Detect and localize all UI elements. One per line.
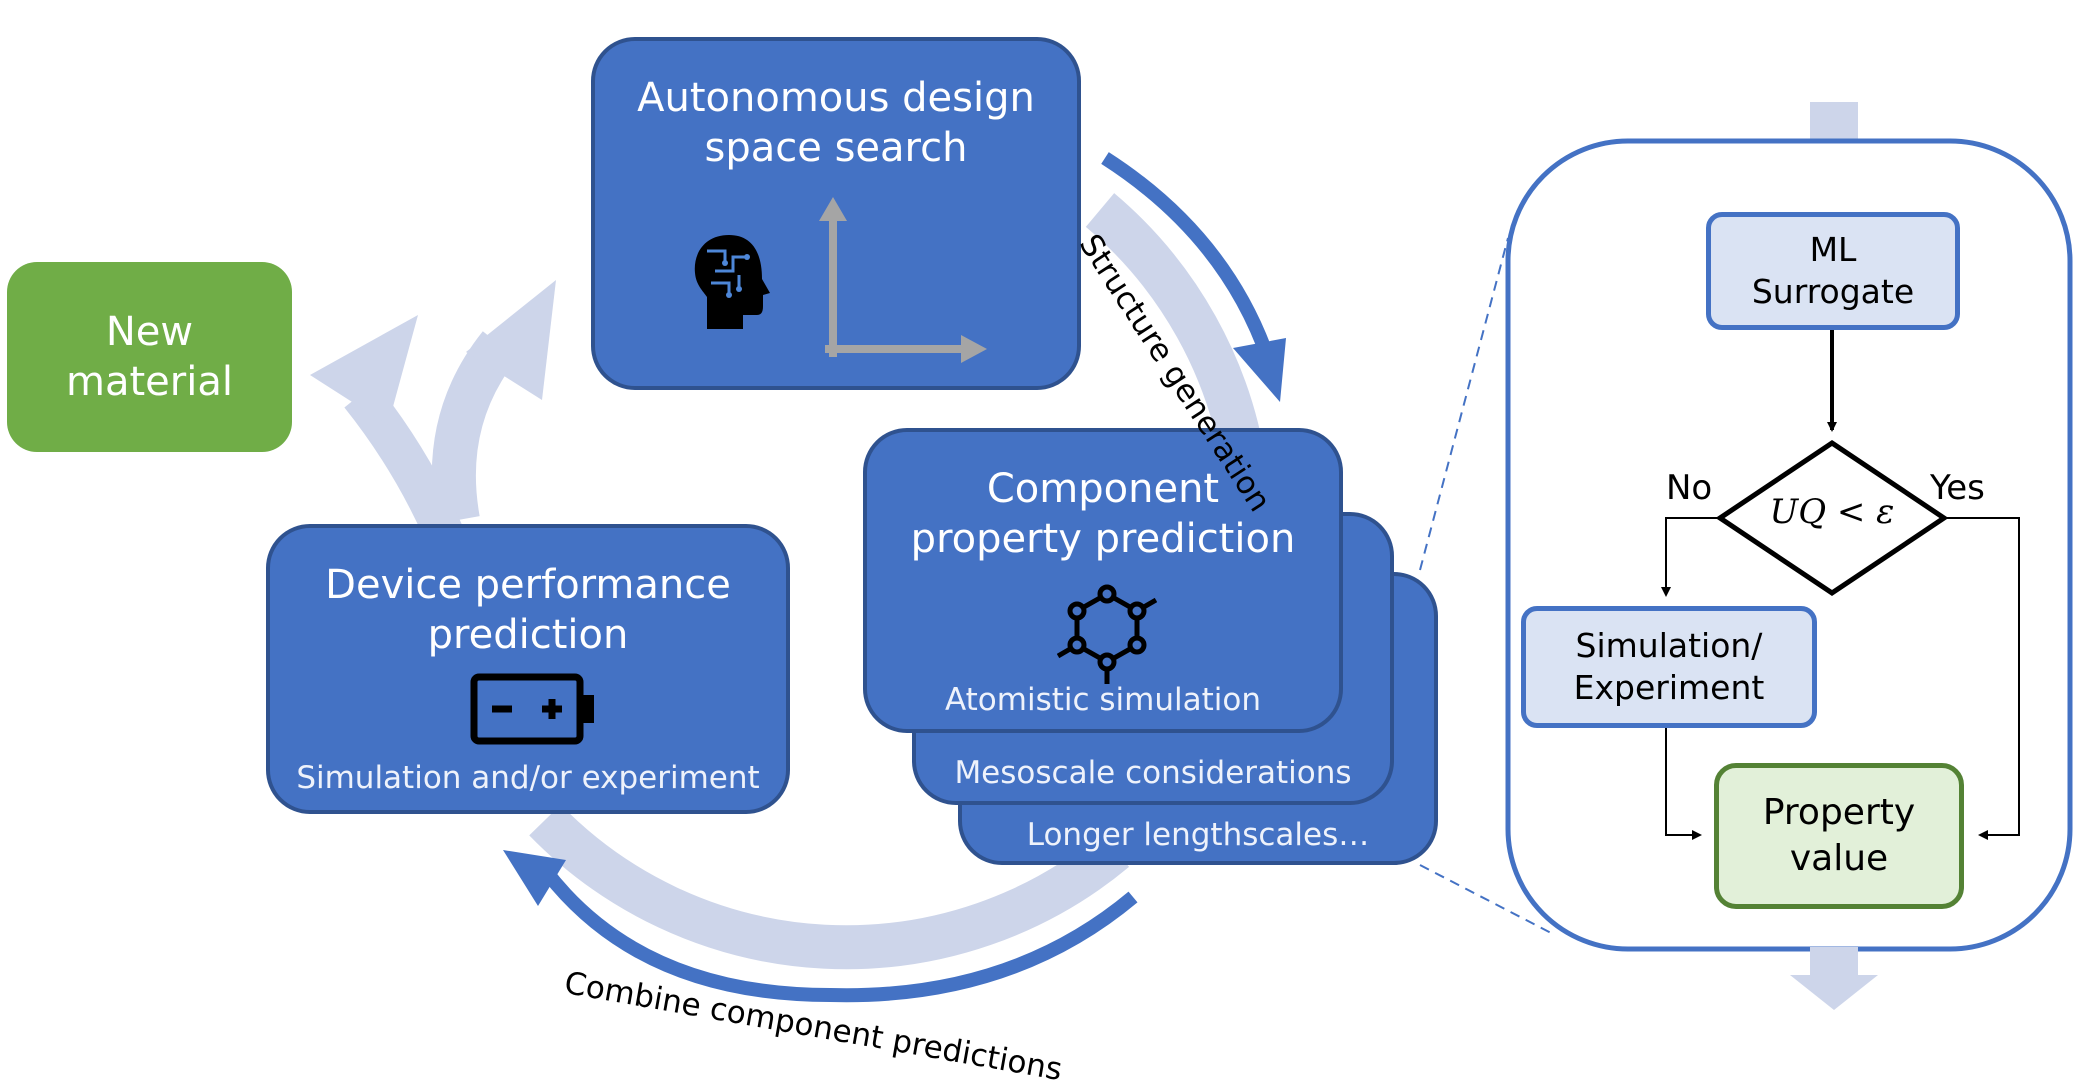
battery-icon <box>470 673 594 745</box>
molecule-icon <box>1057 584 1157 684</box>
layer-mesoscale-label: Mesoscale considerations <box>954 755 1352 791</box>
layer-atomistic-label: Atomistic simulation <box>944 682 1261 718</box>
device-title: Device performance prediction <box>325 562 731 658</box>
decision-diamond <box>1715 439 1949 597</box>
no-label: No <box>1666 468 1713 508</box>
component-property-box: Component property prediction Atomistic … <box>863 428 1343 733</box>
uncertainty-condition: UQ < ε <box>1769 492 1895 532</box>
flow-edge-yes <box>1944 517 2020 840</box>
device-subtitle: Simulation and/or experiment <box>296 760 760 796</box>
structure-generation-arrow <box>1101 152 1286 402</box>
combine-predictions-arrow <box>503 850 1138 1003</box>
simulation-experiment-box: Simulation/ Experiment <box>1521 606 1817 728</box>
component-title: Component property prediction <box>910 466 1296 562</box>
property-value-box: Property value <box>1714 763 1964 909</box>
design-search-title: Autonomous design space search <box>637 75 1035 171</box>
layer-longer-label: Longer lengthscales… <box>1026 817 1370 853</box>
axes-icon <box>819 197 987 363</box>
flow-edge-no <box>1661 517 1720 597</box>
design-search-box: Autonomous design space search <box>591 37 1081 390</box>
flow-out-arrow <box>1790 947 1878 1010</box>
new-material-box: New material <box>7 262 292 452</box>
flow-panel <box>1505 102 2073 1010</box>
device-performance-box: Device performance prediction Simulation… <box>266 524 790 814</box>
flow-edge-simulation <box>1665 728 1702 840</box>
yes-label: Yes <box>1930 468 1985 508</box>
ml-surrogate-box: ML Surrogate <box>1706 212 1960 330</box>
brain-icon <box>694 235 770 329</box>
zoom-lines <box>1419 237 1556 936</box>
